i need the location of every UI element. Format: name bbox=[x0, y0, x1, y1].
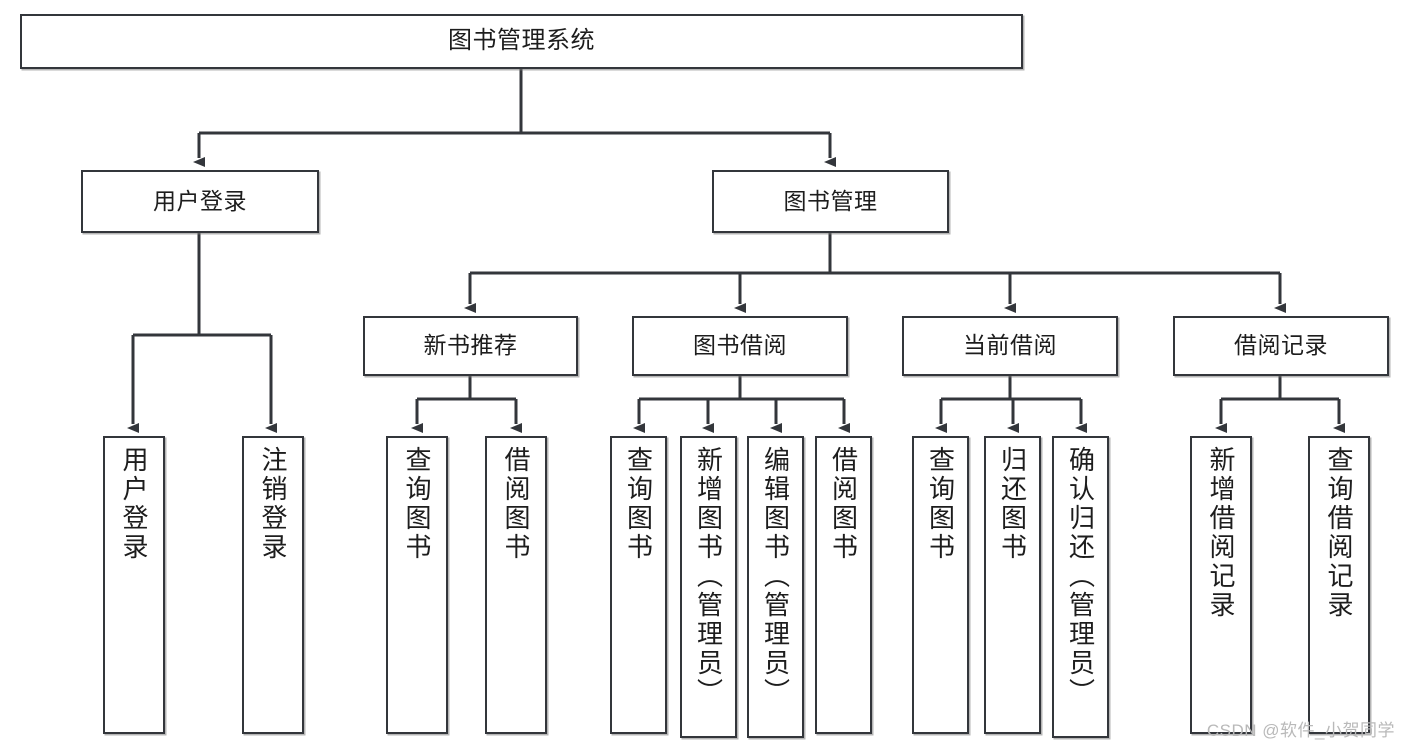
node-leaf-query-book-1[interactable]: 查询图书 bbox=[386, 436, 448, 734]
node-book-manage-label: 图书管理 bbox=[783, 187, 878, 214]
node-leaf-borrow-book-2[interactable]: 借阅图书 bbox=[815, 436, 872, 734]
node-leaf-query-book-3[interactable]: 查询图书 bbox=[912, 436, 969, 734]
node-leaf-query-book-1-label: 查询图书 bbox=[402, 446, 432, 562]
node-borrow-record-label: 借阅记录 bbox=[1234, 332, 1328, 359]
node-leaf-logout[interactable]: 注销登录 bbox=[242, 436, 304, 734]
node-user-login-label: 用户登录 bbox=[153, 187, 247, 214]
node-borrow-record[interactable]: 借阅记录 bbox=[1173, 316, 1389, 376]
csdn-watermark: CSDN @软件_小贺同学 bbox=[1206, 721, 1395, 740]
node-leaf-query-record-label: 查询借阅记录 bbox=[1324, 446, 1354, 620]
node-book-borrow-label: 图书借阅 bbox=[693, 332, 787, 359]
node-leaf-return-book-label: 归还图书 bbox=[997, 446, 1028, 562]
node-leaf-query-book-2-label: 查询图书 bbox=[623, 446, 654, 562]
node-root[interactable]: 图书管理系统 bbox=[20, 14, 1023, 69]
node-leaf-add-book[interactable]: 新增图书（管理员） bbox=[680, 436, 737, 738]
node-leaf-edit-book[interactable]: 编辑图书（管理员） bbox=[747, 436, 804, 738]
node-leaf-query-record[interactable]: 查询借阅记录 bbox=[1308, 436, 1370, 734]
node-new-book-rec-label: 新书推荐 bbox=[423, 332, 518, 359]
node-current-borrow-label: 当前借阅 bbox=[963, 332, 1057, 359]
node-leaf-confirm-return[interactable]: 确认归还（管理员） bbox=[1052, 436, 1109, 738]
node-leaf-user-login-label: 用户登录 bbox=[119, 446, 149, 562]
node-leaf-user-login[interactable]: 用户登录 bbox=[103, 436, 165, 734]
node-leaf-borrow-book-1[interactable]: 借阅图书 bbox=[485, 436, 547, 734]
node-leaf-confirm-return-label: 确认归还（管理员） bbox=[1065, 446, 1096, 707]
node-leaf-add-book-label: 新增图书（管理员） bbox=[693, 446, 724, 707]
node-leaf-add-record-label: 新增借阅记录 bbox=[1206, 446, 1236, 620]
node-leaf-add-record[interactable]: 新增借阅记录 bbox=[1190, 436, 1252, 734]
node-book-manage[interactable]: 图书管理 bbox=[712, 170, 949, 233]
node-leaf-logout-label: 注销登录 bbox=[258, 446, 288, 562]
node-leaf-return-book[interactable]: 归还图书 bbox=[984, 436, 1041, 734]
node-book-borrow[interactable]: 图书借阅 bbox=[632, 316, 848, 376]
node-current-borrow[interactable]: 当前借阅 bbox=[902, 316, 1118, 376]
node-new-book-rec[interactable]: 新书推荐 bbox=[363, 316, 578, 376]
node-leaf-edit-book-label: 编辑图书（管理员） bbox=[760, 446, 791, 707]
node-leaf-borrow-book-1-label: 借阅图书 bbox=[501, 446, 531, 562]
node-leaf-query-book-2[interactable]: 查询图书 bbox=[610, 436, 667, 734]
node-leaf-borrow-book-2-label: 借阅图书 bbox=[828, 446, 859, 562]
node-root-label: 图书管理系统 bbox=[448, 27, 595, 55]
node-user-login[interactable]: 用户登录 bbox=[81, 170, 319, 233]
node-leaf-query-book-3-label: 查询图书 bbox=[925, 446, 956, 562]
